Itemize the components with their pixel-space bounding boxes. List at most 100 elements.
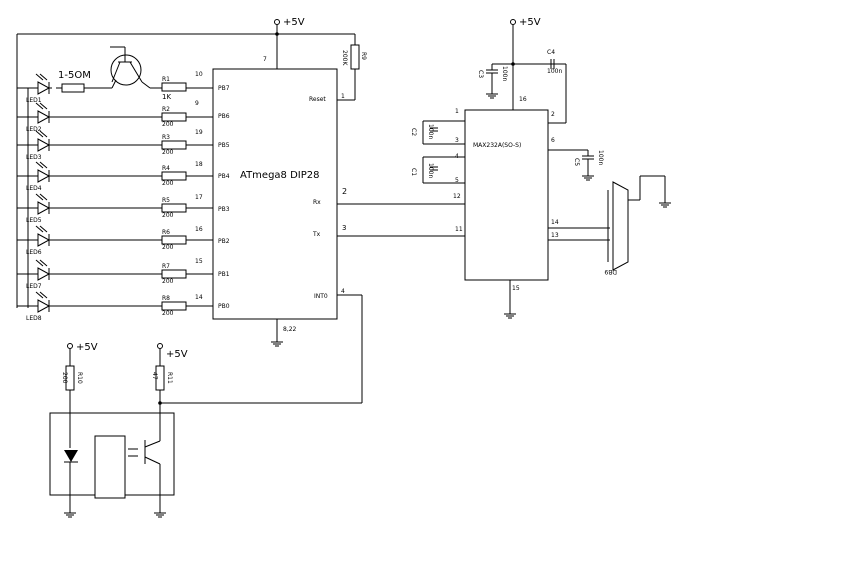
mcu-signal-pb6: PB6 bbox=[218, 113, 230, 120]
max-pin-2: 2 bbox=[551, 111, 555, 118]
led-icon bbox=[37, 201, 51, 215]
led-icon bbox=[37, 233, 51, 247]
resistor-label: R7 bbox=[162, 263, 170, 270]
mcu-pin-reset: 1 bbox=[341, 93, 345, 100]
mcu-pin-pb0: 14 bbox=[195, 294, 203, 301]
led-label: LED4 bbox=[26, 185, 42, 192]
led-label: LED3 bbox=[26, 154, 42, 161]
resistor-label: R8 bbox=[162, 295, 170, 302]
led-icon bbox=[37, 138, 51, 152]
led-icon bbox=[37, 267, 51, 281]
resistor-r2 bbox=[161, 112, 187, 122]
r9-name: R9 bbox=[360, 52, 367, 60]
r10-name: R10 bbox=[76, 372, 83, 384]
max-pin-6: 6 bbox=[551, 137, 555, 144]
r10-value: 200 bbox=[61, 372, 68, 384]
mcu-pin-pb2: 16 bbox=[195, 226, 203, 233]
mcu-pin-rx: 2 bbox=[342, 187, 347, 196]
mcu-signal-tx: Tx bbox=[312, 231, 321, 238]
max-pin-15: 15 bbox=[512, 285, 520, 292]
r11-name: R11 bbox=[166, 372, 173, 384]
db9-name: DB9 bbox=[604, 268, 617, 275]
resistor-value: 200 bbox=[162, 244, 174, 251]
ground-symbol-mcu bbox=[271, 341, 283, 347]
vcc-label-led: +5V bbox=[76, 342, 98, 353]
max-pin-11: 11 bbox=[455, 226, 463, 233]
c1-value: 100n bbox=[427, 163, 434, 178]
mcu-pin-vcc: 7 bbox=[263, 56, 267, 63]
uart-wiring bbox=[337, 203, 465, 237]
resistor-r6 bbox=[161, 235, 187, 245]
mcu-signal-pb5: PB5 bbox=[218, 142, 230, 149]
r1-value: 1K bbox=[162, 93, 171, 101]
resistor-r3 bbox=[161, 140, 187, 150]
vcc-label-sensor: +5V bbox=[166, 349, 188, 360]
resistor-r8 bbox=[161, 301, 187, 311]
c3-name: C3 bbox=[477, 70, 484, 78]
r1-name: R1 bbox=[162, 76, 170, 83]
max-pin-12: 12 bbox=[453, 193, 461, 200]
resistor-label: R4 bbox=[162, 165, 170, 172]
resistor-label: R2 bbox=[162, 106, 170, 113]
vcc-label-max: +5V bbox=[519, 17, 541, 28]
led-label: LED7 bbox=[26, 283, 42, 290]
emitter-led-icon bbox=[64, 450, 78, 462]
mcu-pin-int0: 4 bbox=[341, 288, 345, 295]
photo-interrupter: 200 R10 47 R11 +5V +5V bbox=[49, 342, 188, 518]
vcc-terminal-max bbox=[510, 19, 516, 25]
atmega8-chip: ATmega8 DIP28 7 Reset 1 Rx 2 Tx 3 INT0 4… bbox=[195, 56, 347, 333]
resistor-r4 bbox=[161, 171, 187, 181]
transistor-q1 bbox=[110, 46, 162, 89]
c2-value: 100n bbox=[427, 124, 434, 139]
base-resistor: 1-5OM bbox=[56, 70, 117, 93]
resistor-value: 200 bbox=[162, 149, 174, 156]
c2-name: C2 bbox=[410, 128, 417, 136]
led-icon bbox=[37, 110, 51, 124]
mcu-signal-pb1: PB1 bbox=[218, 271, 230, 278]
resistor-value: 200 bbox=[162, 212, 174, 219]
mcu-signal-reset: Reset bbox=[309, 96, 326, 103]
led-label: LED6 bbox=[26, 249, 42, 256]
mcu-name: ATmega8 DIP28 bbox=[240, 170, 320, 181]
max232-name: MAX232A(SO-S) bbox=[473, 142, 521, 149]
max-pin-5: 5 bbox=[455, 177, 459, 184]
mcu-signal-pb3: PB3 bbox=[218, 206, 230, 213]
resistor-value: 200 bbox=[162, 310, 174, 317]
mcu-signal-pb4: PB4 bbox=[218, 173, 230, 180]
c5-value: 100n bbox=[597, 150, 604, 165]
r11-value: 47 bbox=[151, 372, 158, 380]
mcu-pin-pb3: 17 bbox=[195, 194, 203, 201]
c4-name: C4 bbox=[547, 49, 555, 56]
resistor-r5 bbox=[161, 203, 187, 213]
mcu-pin-gnd: 8,22 bbox=[283, 326, 297, 333]
mcu-signal-pb2: PB2 bbox=[218, 238, 230, 245]
r9-value: 200K bbox=[341, 50, 348, 66]
resistor-value: 200 bbox=[162, 121, 174, 128]
max232-body bbox=[464, 109, 549, 281]
resistor-value: 200 bbox=[162, 278, 174, 285]
vcc-label-mcu: +5V bbox=[283, 17, 305, 28]
resistor-r1: R1 1K bbox=[161, 76, 187, 101]
mcu-signal-pb0: PB0 bbox=[218, 303, 230, 310]
led-label: LED5 bbox=[26, 217, 42, 224]
c3-value: 100n bbox=[501, 66, 508, 81]
mcu-pin-tx: 3 bbox=[342, 224, 346, 232]
mcu-signal-int0: INT0 bbox=[314, 293, 328, 300]
led-icon bbox=[37, 169, 51, 183]
led-icon bbox=[37, 299, 51, 313]
c5-name: C5 bbox=[573, 158, 580, 166]
max-pin-1: 1 bbox=[455, 108, 459, 115]
mcu-signal-rx: Rx bbox=[313, 199, 321, 206]
mcu-power-wiring: +5V bbox=[17, 17, 355, 347]
resistor-value: 200 bbox=[162, 180, 174, 187]
resistor-label: R3 bbox=[162, 134, 170, 141]
mcu-body bbox=[212, 68, 338, 320]
resistor-r7 bbox=[161, 269, 187, 279]
led-label: LED8 bbox=[26, 315, 42, 322]
